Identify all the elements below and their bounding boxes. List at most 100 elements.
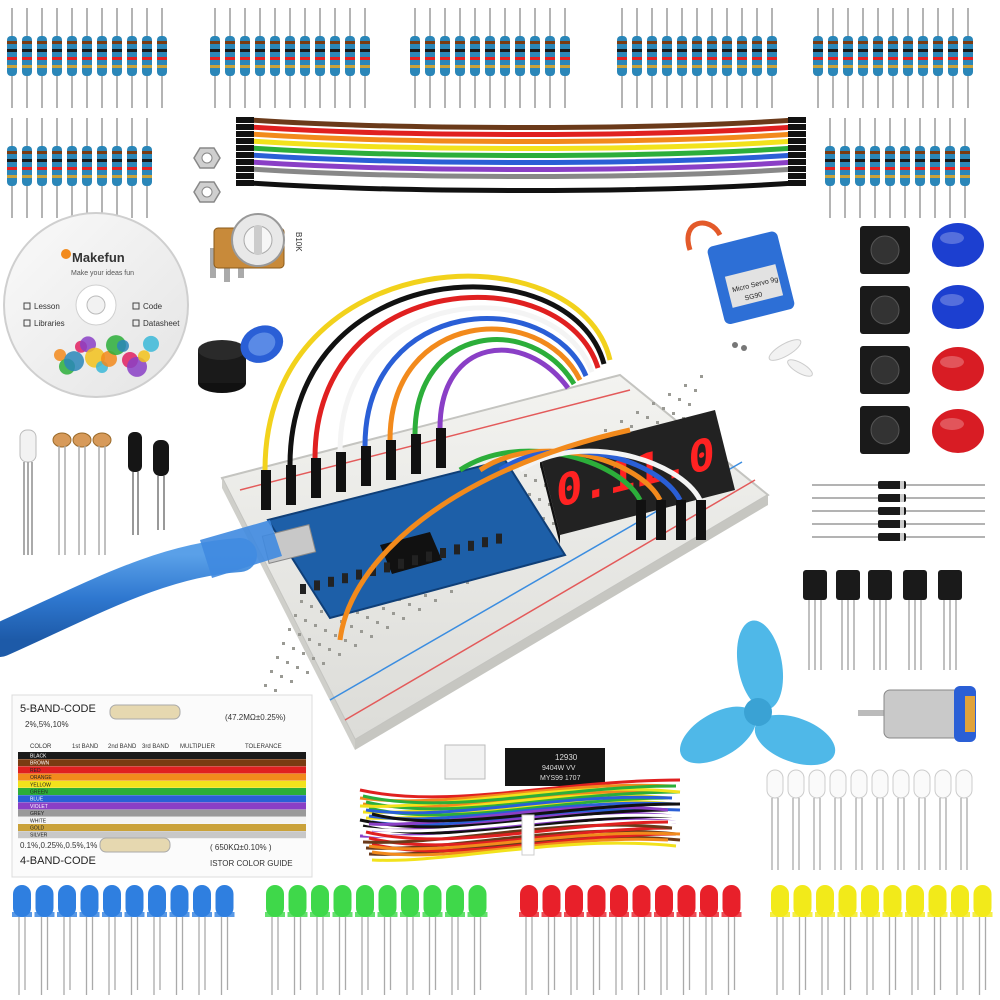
resistor <box>560 8 570 108</box>
jumper-wire <box>337 427 631 641</box>
led <box>973 885 992 917</box>
resistor <box>225 8 235 108</box>
jumper-wire <box>371 802 681 823</box>
ribbon-wire <box>249 124 796 137</box>
resistor <box>97 118 107 218</box>
ic-label: 12930 <box>555 753 578 762</box>
led <box>378 885 397 917</box>
resistor <box>692 8 702 108</box>
color-row-name: BLUE <box>30 797 44 803</box>
wire-connector <box>411 434 421 474</box>
jumper-wire <box>359 787 681 808</box>
jumper-wire <box>365 820 669 841</box>
ic-line3: MYS99 1707 <box>540 775 581 782</box>
color-row <box>18 809 306 817</box>
led <box>610 885 628 917</box>
color-row-name: GREEN <box>30 790 48 796</box>
color-row-name: WHITE <box>30 818 47 824</box>
transistor <box>868 570 892 600</box>
color-row-name: SILVER <box>30 833 48 839</box>
led <box>333 885 352 917</box>
transistors <box>803 570 962 670</box>
led <box>565 885 583 917</box>
ribbon-wire <box>249 152 796 165</box>
led <box>103 885 121 917</box>
resistor <box>440 8 450 108</box>
resistor <box>300 8 310 108</box>
fan-propeller <box>680 620 836 766</box>
jumper-wire <box>362 316 589 447</box>
diode <box>878 494 906 502</box>
color-row <box>18 752 306 759</box>
button-cap <box>932 223 984 267</box>
led <box>838 885 857 917</box>
resistor <box>330 8 340 108</box>
wire-connector <box>361 446 371 486</box>
clear-leds <box>766 769 973 870</box>
clear-led <box>850 769 868 799</box>
transistor <box>903 570 927 600</box>
resistor <box>270 8 280 108</box>
gear-icon <box>64 351 84 372</box>
clear-led <box>808 769 826 799</box>
resistor <box>315 8 325 108</box>
led <box>401 885 419 917</box>
jumper-wire <box>518 448 703 502</box>
diodes <box>812 481 985 541</box>
resistor <box>52 8 62 108</box>
color-row <box>18 816 306 824</box>
color-row <box>18 795 306 803</box>
software-cd: Makefun Make your ideas fun Lesson Code … <box>3 212 189 398</box>
resistor <box>37 8 47 108</box>
clear-led <box>787 769 805 799</box>
jumper-wire <box>437 347 571 429</box>
resistor <box>933 8 943 108</box>
led <box>35 885 54 917</box>
led <box>793 885 812 917</box>
micro-servo: Micro Servo 9g SG90 <box>685 220 813 377</box>
ic-chips: 12930 9404W VV MYS99 1707 <box>444 744 605 786</box>
clear-led <box>829 769 847 799</box>
resistor <box>22 118 32 218</box>
jumper-wire <box>362 784 677 805</box>
color-row-name: RED <box>30 768 41 774</box>
resistor <box>858 8 868 108</box>
resistor <box>485 8 495 108</box>
hdr-color: COLOR <box>30 744 52 750</box>
transistor <box>836 570 860 600</box>
ribbon-wire <box>249 117 796 130</box>
colored-led-groups <box>12 885 993 995</box>
cd-item-libraries: Libraries <box>34 319 65 328</box>
diode <box>878 520 906 528</box>
resistor <box>345 8 355 108</box>
color-row <box>18 766 306 774</box>
color-row <box>18 780 306 788</box>
button-cap <box>932 347 984 391</box>
resistor <box>112 8 122 108</box>
jumper-wire <box>365 790 681 811</box>
diode <box>878 507 906 515</box>
transistor <box>938 570 962 600</box>
led <box>125 885 144 917</box>
jumper-wire <box>359 813 677 833</box>
ribbon-wire <box>249 159 796 172</box>
led <box>951 885 969 917</box>
hdr-band2: 2nd BAND <box>108 744 137 750</box>
resistor <box>885 118 895 218</box>
button-cap <box>932 409 984 453</box>
color-row <box>18 831 306 839</box>
color-row <box>18 824 306 831</box>
ribbon-wire <box>249 166 796 179</box>
led <box>861 885 879 917</box>
jumper-wire <box>498 448 683 502</box>
gear-icon <box>117 339 129 352</box>
clear-led <box>913 769 931 799</box>
resistor <box>425 8 435 108</box>
hdr-band3: 3rd BAND <box>142 744 170 750</box>
resistor <box>617 8 627 108</box>
resistor <box>515 8 525 108</box>
led <box>215 885 234 917</box>
resistor <box>722 8 732 108</box>
resistor <box>900 118 910 218</box>
jumper-wire-bundle <box>359 778 681 862</box>
